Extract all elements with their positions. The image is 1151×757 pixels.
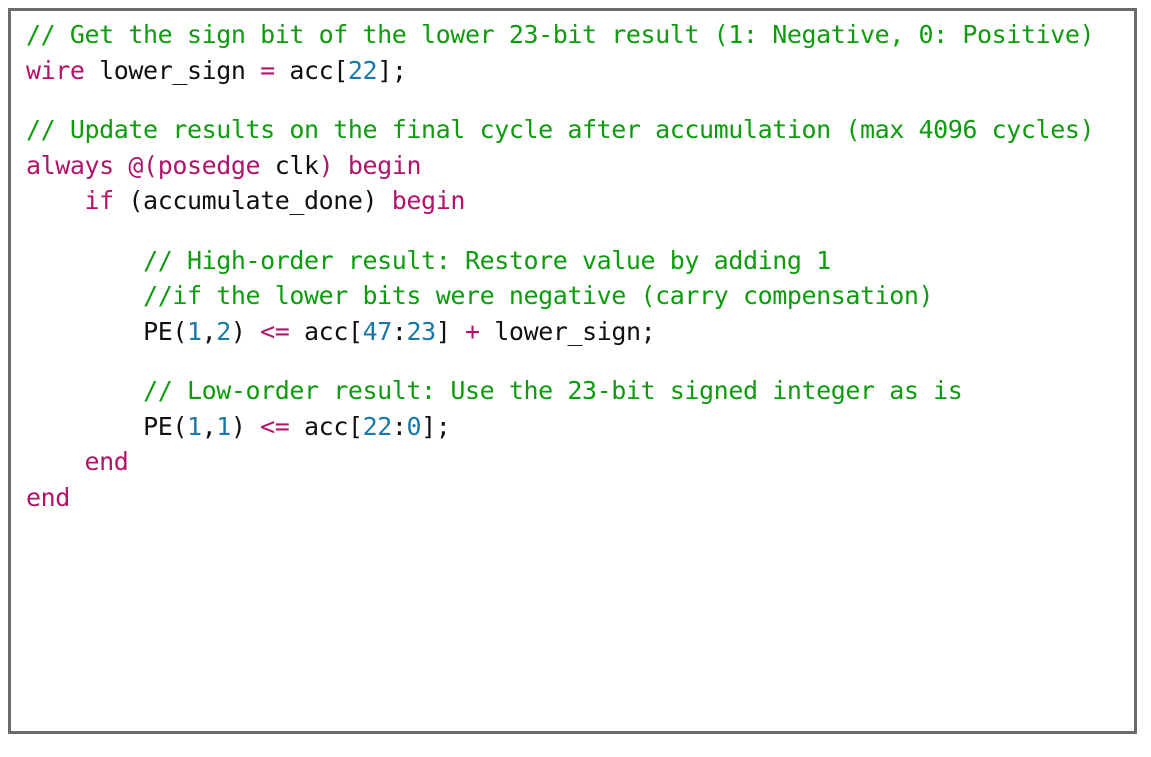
code-token-plain: acc[ [274, 55, 348, 85]
code-token-plain: ( [172, 316, 187, 346]
code-indent [26, 376, 143, 405]
code-token-keyword: always @( [26, 150, 158, 180]
code-token-number: 1 [186, 316, 202, 346]
code-token-keyword: posedge [157, 150, 261, 180]
code-token-comment: // Update results on the final cycle aft… [26, 115, 1095, 144]
code-line-blank [26, 219, 1134, 243]
code-token-plain: acc[ [289, 316, 363, 346]
code-token-plain: acc[ [289, 411, 363, 441]
code-token-number: 2 [216, 316, 231, 346]
code-token-comment: //if the lower bits were negative (carry… [143, 281, 934, 310]
code-indent [26, 447, 85, 476]
code-token-plain: lower_sign [84, 55, 261, 85]
code-indent [26, 246, 143, 275]
code-line-blank [26, 349, 1134, 373]
code-indent [26, 317, 143, 346]
code-token-operator: <= [260, 316, 290, 346]
code-token-plain: , [201, 411, 217, 441]
code-token-keyword: end [26, 482, 70, 512]
code-token-number: 1 [216, 411, 231, 441]
code-indent [26, 281, 143, 310]
code-token-plain: clk [260, 150, 319, 180]
code-line: end [26, 480, 1134, 516]
code-token-comment: // High-order result: Restore value by a… [143, 245, 831, 275]
code-line: always @(posedge clk) begin [26, 148, 1134, 184]
code-token-keyword: if [84, 186, 115, 215]
code-token-plain: ] [435, 316, 466, 346]
code-token-plain: : [391, 411, 407, 441]
code-indent [26, 412, 143, 441]
code-token-plain: : [391, 316, 407, 346]
code-line: // Update results on the final cycle aft… [26, 112, 1134, 148]
code-line: // Get the sign bit of the lower 23-bit … [26, 17, 1134, 53]
code-token-number: 22 [362, 411, 393, 441]
code-token-keyword: begin [391, 186, 466, 215]
code-token-function: PE [143, 411, 173, 441]
code-indent [26, 186, 85, 215]
code-token-keyword: begin [347, 150, 422, 180]
code-line: //if the lower bits were negative (carry… [26, 278, 1134, 314]
code-token-plain: lower_sign; [479, 316, 656, 346]
code-line: // Low-order result: Use the 23-bit sign… [26, 373, 1134, 409]
code-token-plain [333, 151, 348, 180]
code-token-keyword: end [84, 447, 129, 476]
code-card: // Get the sign bit of the lower 23-bit … [8, 8, 1137, 734]
code-token-number: 23 [406, 316, 437, 346]
code-token-function: PE [143, 316, 173, 346]
code-block[interactable]: // Get the sign bit of the lower 23-bit … [26, 17, 1134, 731]
code-token-plain: ( [172, 411, 187, 441]
code-token-number: 1 [186, 411, 202, 441]
code-token-plain: ]; [377, 55, 407, 85]
code-token-plain: (accumulate_done) [113, 186, 392, 215]
code-token-number: 22 [347, 55, 378, 85]
code-line: if (accumulate_done) begin [26, 183, 1134, 219]
code-token-comment: // Low-order result: Use the 23-bit sign… [143, 376, 963, 405]
code-line: // High-order result: Restore value by a… [26, 243, 1134, 279]
code-token-operator: + [465, 316, 480, 346]
code-token-plain: ]; [421, 411, 451, 441]
code-token-number: 47 [362, 316, 393, 346]
code-token-operator: <= [260, 411, 290, 441]
code-line: end [26, 444, 1134, 480]
code-token-number: 0 [406, 411, 422, 441]
code-token-keyword: ) [318, 150, 334, 180]
code-token-operator: = [260, 55, 275, 85]
code-token-comment: // Get the sign bit of the lower 23-bit … [26, 20, 1095, 49]
code-line: wire lower_sign = acc[22]; [26, 53, 1134, 89]
code-token-plain: ) [230, 411, 261, 441]
code-line: PE(1,2) <= acc[47:23] + lower_sign; [26, 314, 1134, 350]
code-token-keyword: wire [26, 55, 85, 85]
code-line-blank [26, 88, 1134, 112]
code-token-plain: ) [230, 316, 261, 346]
code-token-plain: , [201, 316, 217, 346]
code-line: PE(1,1) <= acc[22:0]; [26, 409, 1134, 445]
